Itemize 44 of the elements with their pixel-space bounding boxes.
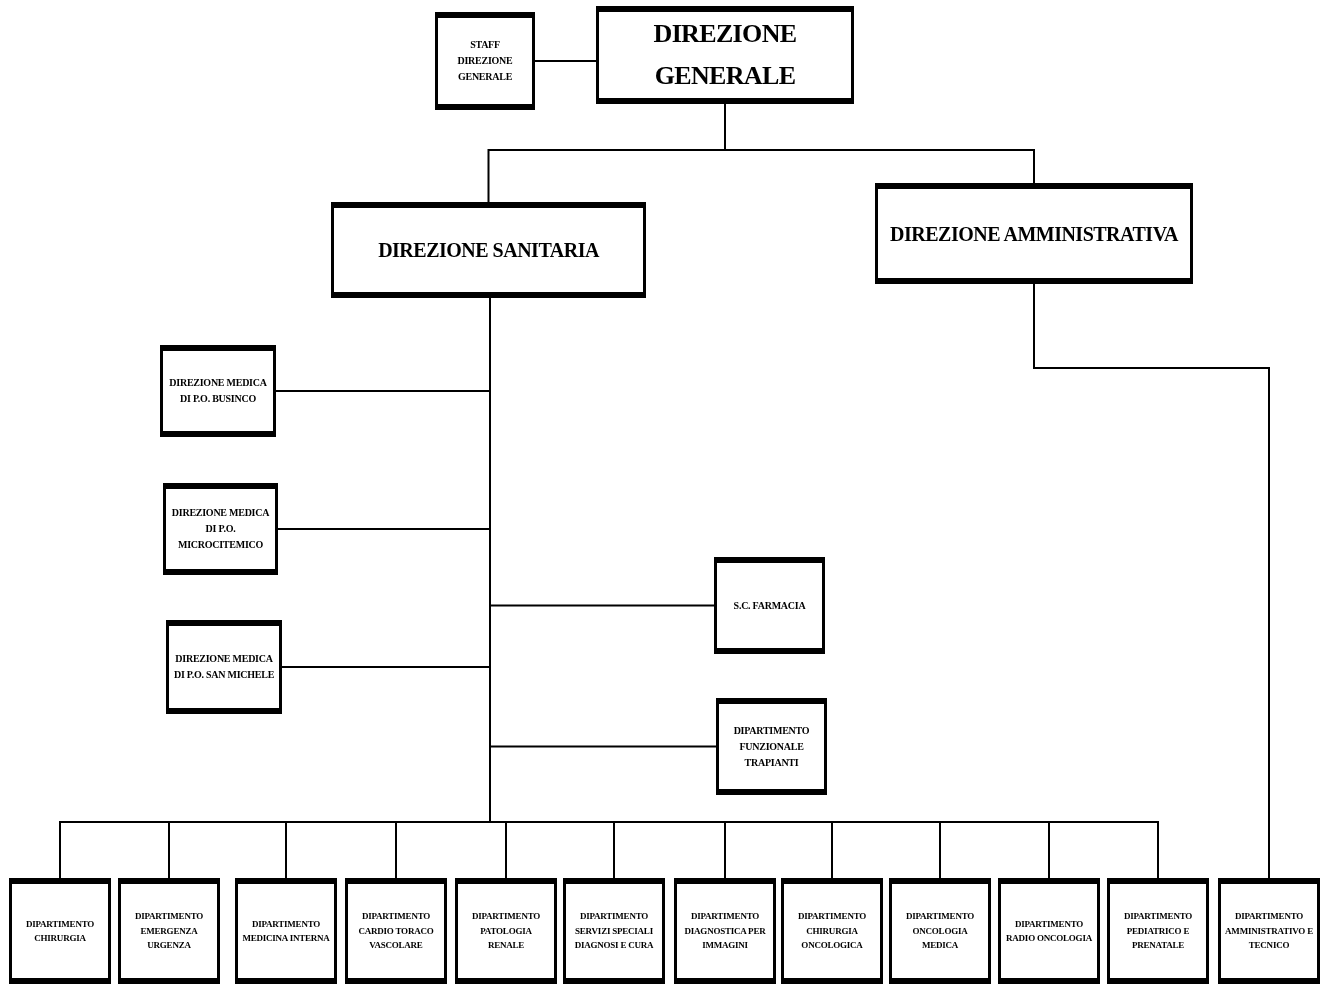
org-unit-box: [331, 202, 646, 298]
unit-name: DIPARTIMENTO ONCOLOGIA MEDICA: [904, 910, 976, 953]
org-unit-box: [235, 878, 337, 984]
org-unit-box: [716, 698, 827, 795]
org-unit-box: [160, 345, 276, 437]
org-unit-box: [563, 878, 665, 984]
org-unit-box: [1107, 878, 1209, 984]
org-unit-box: [1218, 878, 1320, 984]
unit-name: DIPARTIMENTO CHIRURGIA ONCOLOGICA: [796, 910, 868, 953]
unit-name: DIREZIONE MEDICA DI P.O. MICROCITEMICO: [170, 506, 271, 552]
org-unit-box: [596, 6, 854, 104]
unit-name: DIPARTIMENTO FUNZIONALE TRAPIANTI: [732, 723, 811, 770]
org-unit-box: [714, 557, 825, 654]
org-unit-box: [118, 878, 220, 984]
unit-name: DIPARTIMENTO DIAGNOSTICA PER IMMAGINI: [683, 910, 767, 953]
org-unit-box: [9, 878, 111, 984]
unit-name: DIPARTIMENTO CHIRURGIA: [24, 917, 96, 945]
unit-name: DIREZIONE SANITARIA: [378, 238, 599, 263]
unit-name: S.C. FARMACIA: [733, 598, 806, 613]
org-unit-box: [435, 12, 535, 110]
unit-name: DIPARTIMENTO PATOLOGIA RENALE: [470, 910, 542, 953]
unit-name: DIPARTIMENTO AMMINISTRATIVO E TECNICO: [1225, 910, 1313, 953]
org-unit-box: [875, 183, 1193, 284]
unit-name: DIREZIONE MEDICA DI P.O. BUSINCO: [168, 376, 268, 406]
unit-name: DIREZIONE MEDICA DI P.O. SAN MICHELE: [173, 652, 275, 682]
unit-name: DIPARTIMENTO PEDIATRICO E PRENATALE: [1122, 910, 1194, 953]
org-unit-box: [455, 878, 557, 984]
org-unit-box: [345, 878, 447, 984]
org-unit-box: [998, 878, 1100, 984]
unit-name: DIPARTIMENTO RADIO ONCOLOGIA: [1005, 917, 1093, 945]
unit-name: DIPARTIMENTO SERVIZI SPECIALI DIAGNOSI E CURA: [573, 910, 655, 953]
org-unit-box: [674, 878, 776, 984]
unit-name: DIPARTIMENTO EMERGENZA URGENZA: [133, 910, 205, 953]
org-unit-box: [781, 878, 883, 984]
org-unit-box: [889, 878, 991, 984]
org-unit-box: [163, 483, 278, 575]
unit-name: DIREZIONE AMMINISTRATIVA: [890, 221, 1178, 247]
connector-line: [1033, 283, 1270, 879]
org-unit-box: [166, 620, 282, 714]
unit-name: STAFF DIREZIONE GENERALE: [456, 38, 514, 84]
connector-line: [534, 60, 597, 62]
unit-name: DIPARTIMENTO CARDIO TORACO VASCOLARE: [357, 910, 435, 953]
unit-name: DIPARTIMENTO MEDICINA INTERNA: [242, 917, 330, 945]
unit-name: DIREZIONE GENERALE: [652, 18, 798, 92]
